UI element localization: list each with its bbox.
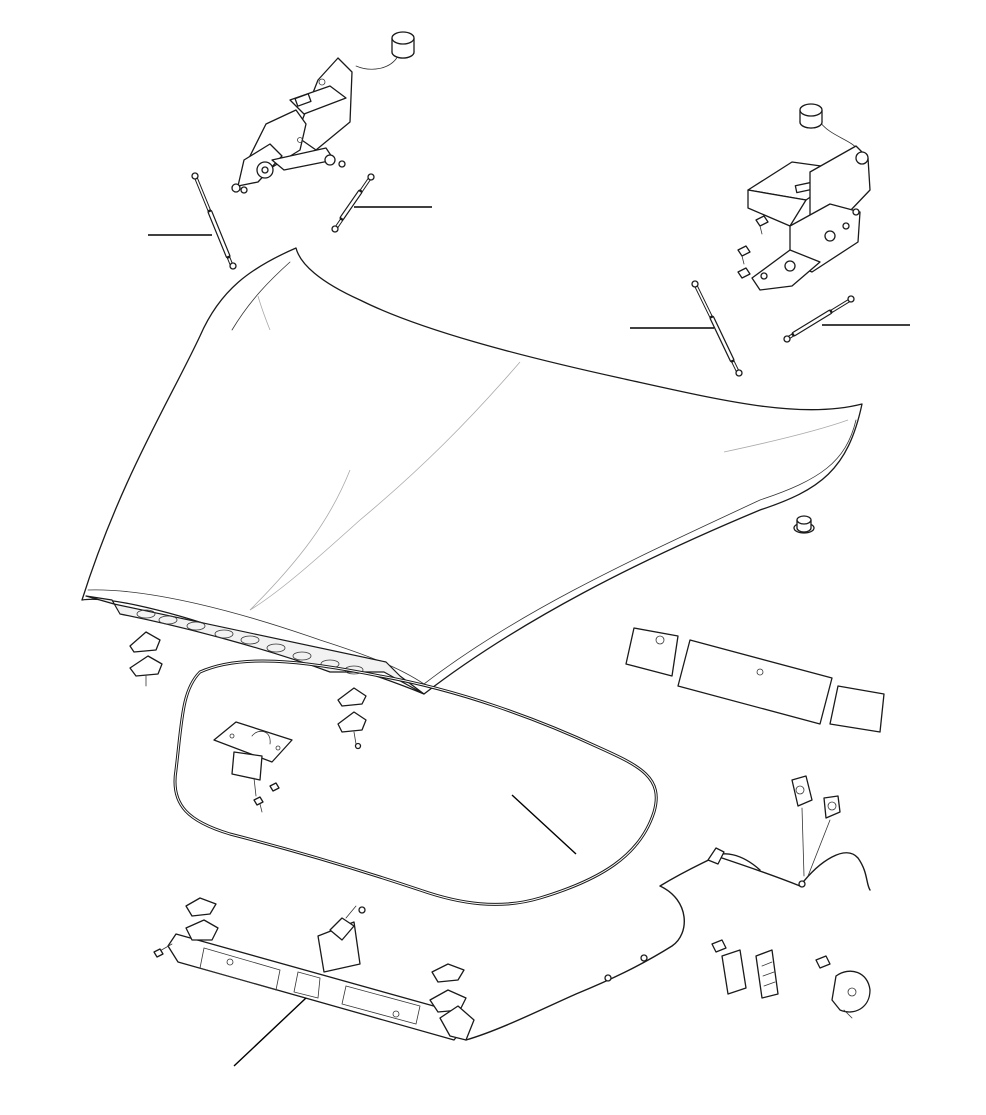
leader-line-seal <box>511 794 577 855</box>
gas-strut-1 <box>191 172 237 270</box>
release-handle <box>711 939 871 1019</box>
bonnet-buffer-right <box>793 515 815 534</box>
hinge-left-buffer <box>391 31 415 59</box>
gas-strut-3 <box>691 280 743 377</box>
hinge-right <box>737 103 871 291</box>
insulation-pads <box>625 627 885 733</box>
bonnet-buffers-left <box>129 631 367 750</box>
leader-line-platform <box>233 997 307 1067</box>
cable-clips <box>791 775 841 877</box>
lock-platform-pads <box>185 897 467 1013</box>
release-cable <box>465 847 871 1041</box>
lock-platform <box>153 897 475 1041</box>
bonnet-striker <box>213 721 293 813</box>
hinge-right-buffer <box>799 103 823 129</box>
bonnet-latch <box>317 905 366 973</box>
bonnet <box>81 247 863 695</box>
gas-strut-2 <box>331 173 375 233</box>
gas-strut-4 <box>783 295 855 343</box>
hinge-right-bolts <box>737 215 769 279</box>
hinge-left <box>231 31 415 194</box>
bonnet-seal <box>173 659 658 906</box>
